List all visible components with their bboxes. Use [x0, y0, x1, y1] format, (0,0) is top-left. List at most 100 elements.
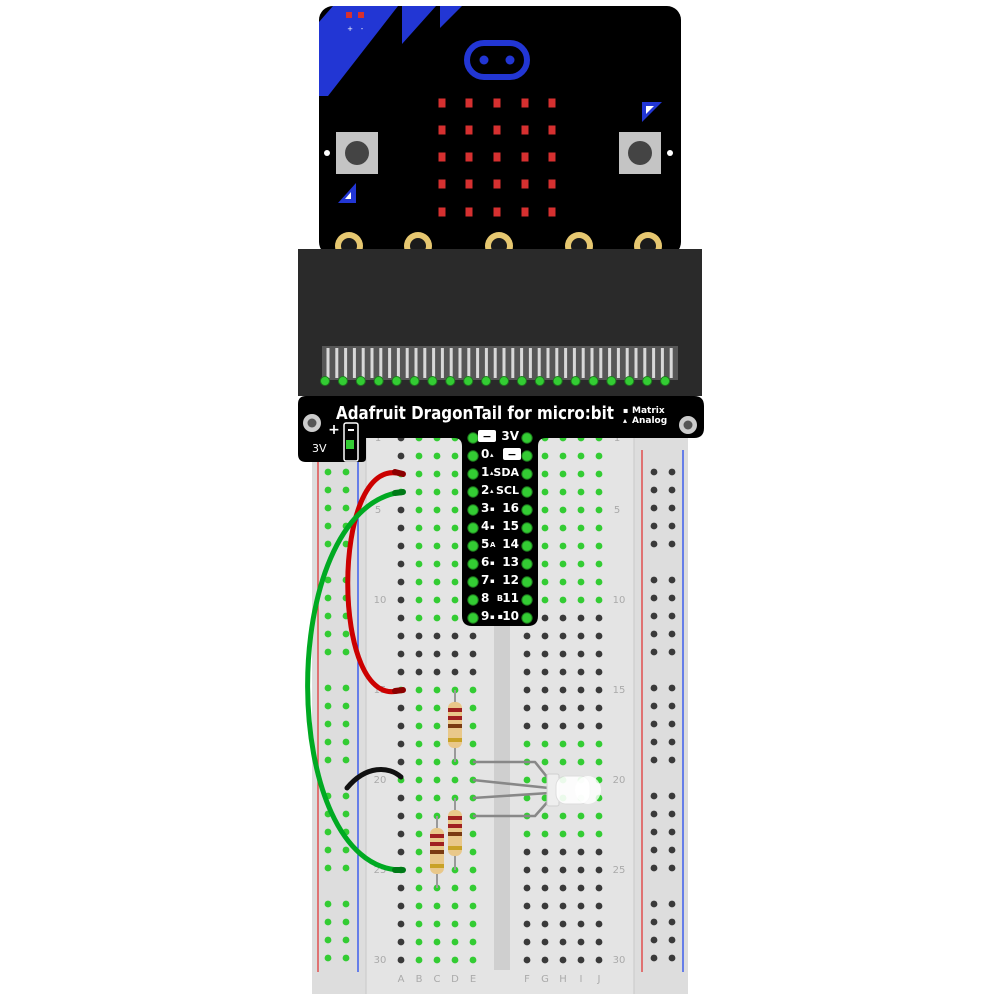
- breadboard-hole[interactable]: [559, 938, 567, 946]
- breadboard-hole[interactable]: [451, 578, 459, 586]
- breadboard-hole[interactable]: [451, 506, 459, 514]
- breadboard-hole[interactable]: [541, 506, 549, 514]
- breadboard-hole[interactable]: [577, 902, 585, 910]
- breadboard-hole[interactable]: [415, 902, 423, 910]
- power-rail-hole[interactable]: [668, 684, 676, 692]
- power-rail-hole[interactable]: [324, 702, 332, 710]
- power-rail-hole[interactable]: [650, 900, 658, 908]
- breadboard-hole[interactable]: [415, 560, 423, 568]
- breadboard-hole[interactable]: [433, 956, 441, 964]
- breadboard-hole[interactable]: [451, 470, 459, 478]
- breadboard-hole[interactable]: [541, 920, 549, 928]
- breadboard-hole[interactable]: [577, 542, 585, 550]
- breadboard-hole[interactable]: [595, 488, 603, 496]
- power-rail-hole[interactable]: [668, 648, 676, 656]
- power-rail-hole[interactable]: [324, 756, 332, 764]
- breadboard-hole[interactable]: [415, 452, 423, 460]
- breadboard-hole[interactable]: [541, 668, 549, 676]
- breadboard-hole[interactable]: [433, 560, 441, 568]
- power-rail-hole[interactable]: [650, 612, 658, 620]
- breadboard-hole[interactable]: [541, 632, 549, 640]
- power-rail-hole[interactable]: [342, 864, 350, 872]
- breadboard-hole[interactable]: [559, 524, 567, 532]
- breadboard-hole[interactable]: [397, 830, 405, 838]
- power-rail-hole[interactable]: [650, 792, 658, 800]
- breadboard-hole[interactable]: [415, 686, 423, 694]
- breadboard-hole[interactable]: [541, 722, 549, 730]
- breadboard-hole[interactable]: [559, 704, 567, 712]
- power-rail-hole[interactable]: [324, 576, 332, 584]
- breadboard-hole[interactable]: [469, 632, 477, 640]
- breadboard-hole[interactable]: [559, 830, 567, 838]
- breadboard-hole[interactable]: [577, 560, 585, 568]
- breadboard-hole[interactable]: [433, 578, 441, 586]
- power-rail-hole[interactable]: [324, 720, 332, 728]
- breadboard-hole[interactable]: [523, 668, 531, 676]
- power-rail-hole[interactable]: [342, 900, 350, 908]
- breadboard-hole[interactable]: [577, 578, 585, 586]
- breadboard-hole[interactable]: [433, 614, 441, 622]
- breadboard-hole[interactable]: [451, 668, 459, 676]
- breadboard-hole[interactable]: [397, 704, 405, 712]
- power-rail-hole[interactable]: [324, 864, 332, 872]
- breadboard-hole[interactable]: [559, 650, 567, 658]
- breadboard-hole[interactable]: [415, 956, 423, 964]
- breadboard-hole[interactable]: [541, 452, 549, 460]
- breadboard-hole[interactable]: [595, 578, 603, 586]
- breadboard-hole[interactable]: [559, 632, 567, 640]
- power-rail-hole[interactable]: [650, 936, 658, 944]
- power-rail-hole[interactable]: [650, 864, 658, 872]
- power-rail-hole[interactable]: [324, 954, 332, 962]
- breadboard-hole[interactable]: [523, 740, 531, 748]
- power-rail-hole[interactable]: [342, 954, 350, 962]
- breadboard-hole[interactable]: [469, 740, 477, 748]
- breadboard-hole[interactable]: [541, 866, 549, 874]
- breadboard-hole[interactable]: [397, 452, 405, 460]
- breadboard-hole[interactable]: [415, 470, 423, 478]
- breadboard-hole[interactable]: [523, 866, 531, 874]
- breadboard-hole[interactable]: [415, 794, 423, 802]
- breadboard-hole[interactable]: [415, 776, 423, 784]
- power-rail-hole[interactable]: [324, 630, 332, 638]
- breadboard-hole[interactable]: [595, 452, 603, 460]
- breadboard-hole[interactable]: [541, 488, 549, 496]
- power-rail-hole[interactable]: [342, 810, 350, 818]
- breadboard-hole[interactable]: [451, 920, 459, 928]
- breadboard-hole[interactable]: [541, 686, 549, 694]
- breadboard-hole[interactable]: [469, 668, 477, 676]
- power-rail-hole[interactable]: [650, 630, 658, 638]
- breadboard-hole[interactable]: [397, 956, 405, 964]
- breadboard-hole[interactable]: [577, 668, 585, 676]
- breadboard-hole[interactable]: [541, 830, 549, 838]
- power-rail-hole[interactable]: [668, 576, 676, 584]
- breadboard-hole[interactable]: [469, 938, 477, 946]
- breadboard-hole[interactable]: [523, 956, 531, 964]
- breadboard-hole[interactable]: [559, 596, 567, 604]
- power-rail-hole[interactable]: [324, 504, 332, 512]
- breadboard-hole[interactable]: [415, 524, 423, 532]
- breadboard-hole[interactable]: [577, 884, 585, 892]
- breadboard-hole[interactable]: [415, 758, 423, 766]
- breadboard-hole[interactable]: [469, 884, 477, 892]
- power-rail-hole[interactable]: [342, 756, 350, 764]
- breadboard-hole[interactable]: [541, 848, 549, 856]
- power-rail-hole[interactable]: [342, 630, 350, 638]
- breadboard-hole[interactable]: [559, 758, 567, 766]
- breadboard-hole[interactable]: [541, 902, 549, 910]
- breadboard-hole[interactable]: [577, 758, 585, 766]
- breadboard-hole[interactable]: [397, 560, 405, 568]
- breadboard-hole[interactable]: [451, 524, 459, 532]
- breadboard-hole[interactable]: [451, 596, 459, 604]
- breadboard-hole[interactable]: [523, 776, 531, 784]
- breadboard-hole[interactable]: [451, 614, 459, 622]
- breadboard-hole[interactable]: [541, 614, 549, 622]
- breadboard-hole[interactable]: [559, 812, 567, 820]
- power-rail-hole[interactable]: [342, 702, 350, 710]
- breadboard-hole[interactable]: [451, 884, 459, 892]
- button-b-cap[interactable]: [628, 141, 652, 165]
- power-rail-hole[interactable]: [668, 612, 676, 620]
- breadboard-hole[interactable]: [397, 812, 405, 820]
- power-rail-hole[interactable]: [650, 576, 658, 584]
- breadboard-hole[interactable]: [433, 524, 441, 532]
- breadboard-hole[interactable]: [541, 812, 549, 820]
